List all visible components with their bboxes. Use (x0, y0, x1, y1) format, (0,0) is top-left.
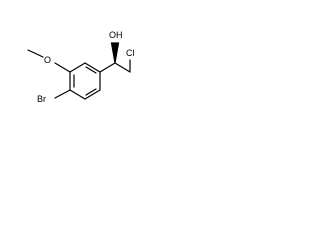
bond-o-methyl (27, 49, 44, 58)
bond-carbinol-ch2 (114, 62, 131, 73)
bond-ring-br (54, 89, 71, 99)
ring-bond-c1-c2 (69, 62, 86, 73)
bonds (27, 42, 131, 100)
atom-label-oh: OH (109, 30, 123, 40)
ring-double-c4-c5 (85, 88, 97, 96)
bond-ring-o-methoxy (54, 62, 71, 73)
molecule-structure: OH O Br Cl (27, 30, 135, 104)
ring-bond-c4-c5 (84, 89, 101, 100)
wedge-bond-oh (110, 42, 120, 64)
atom-label-bromine: Br (37, 94, 46, 104)
bond-ring-carbinol (99, 62, 116, 73)
ring-double-c2-c3 (85, 66, 97, 74)
ring-bond-c5-c6 (69, 89, 86, 100)
atom-label-methoxy-oxygen: O (44, 55, 51, 65)
atom-label-chlorine: Cl (126, 48, 135, 58)
ring-bond-c2-c3 (84, 62, 101, 73)
